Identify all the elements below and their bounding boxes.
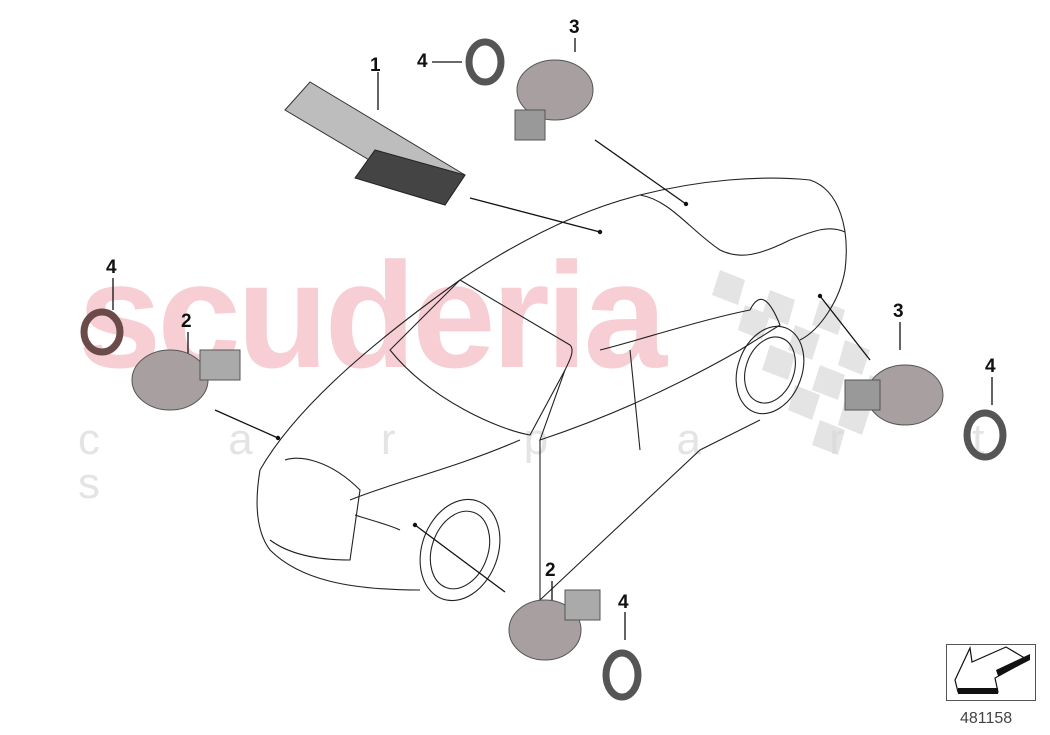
car-outline	[256, 177, 847, 602]
callout-4[interactable]: 4	[618, 592, 629, 613]
reference-arrow-icon	[954, 645, 1030, 694]
leader-lines	[112, 38, 993, 640]
callout-4[interactable]: 4	[106, 257, 117, 278]
control-unit-icon	[284, 81, 466, 206]
ring-icon	[80, 38, 1007, 701]
callout-2[interactable]: 2	[181, 311, 192, 332]
reference-number: 481158	[960, 710, 1013, 727]
callout-4[interactable]: 4	[417, 51, 428, 72]
callout-4[interactable]: 4	[985, 356, 996, 377]
callout-2[interactable]: 2	[545, 560, 556, 581]
callout-1[interactable]: 1	[370, 55, 381, 76]
reference-box	[946, 644, 1036, 701]
sensor-icon	[131, 59, 944, 661]
callout-3[interactable]: 3	[569, 17, 580, 38]
callout-3[interactable]: 3	[893, 301, 904, 322]
